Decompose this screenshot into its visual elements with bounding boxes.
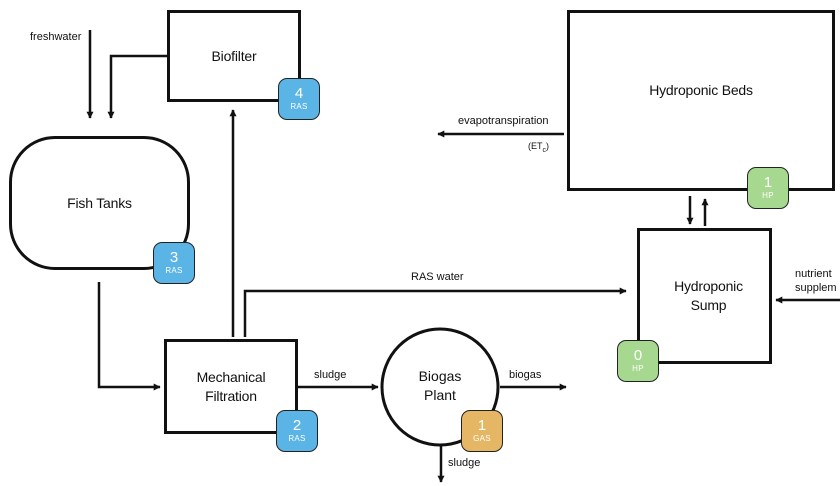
biofilter-badge: 4 RAS	[278, 78, 320, 120]
freshwater-label: freshwater	[30, 31, 82, 43]
et-label-subscript: c	[542, 146, 547, 154]
nutrient-label-line2: supplem	[795, 282, 837, 294]
biogas-plant-badge-number: 1	[477, 417, 487, 434]
mechanical-filtration-unit: Mechanical Filtration	[164, 339, 298, 434]
fish-tanks-badge: 3 RAS	[153, 242, 195, 284]
hydroponic-sump-unit: Hydroponic Sump	[637, 228, 772, 364]
fish-tanks-badge-number: 3	[169, 249, 179, 266]
ras-water-label: RAS water	[411, 271, 464, 283]
ras-water-arrow	[243, 287, 627, 337]
hydroponic-beds-badge-number: 1	[763, 174, 773, 191]
fish-tanks-unit: Fish Tanks	[9, 136, 190, 270]
biofilter-badge-code: RAS	[290, 102, 308, 111]
biogas-plant-badge: 1 GAS	[461, 410, 503, 452]
biofilter-to-fish-tanks-arrow	[107, 54, 167, 119]
fish-tanks-badge-code: RAS	[165, 266, 183, 275]
hydroponic-beds-badge: 1 HP	[747, 167, 789, 209]
hydroponic-beds-unit: Hydroponic Beds	[567, 10, 835, 191]
sludge-out-label: sludge	[448, 457, 481, 469]
hydroponic-sump-badge-number: 0	[633, 347, 643, 364]
evapotranspiration-label: evapotranspiration	[458, 115, 549, 127]
mechanical-filtration-badge: 2 RAS	[276, 410, 318, 452]
sludge-to-biogas-label: sludge	[314, 369, 347, 381]
et-label-text: (ET	[528, 141, 543, 151]
hydroponic-sump-title: Hydroponic Sump	[674, 278, 743, 313]
fish-tanks-to-filtration-arrow	[97, 282, 161, 391]
hydroponic-sump-badge: 0 HP	[617, 340, 659, 382]
et-label-close: )	[546, 141, 549, 151]
hydroponic-sump-badge-code: HP	[632, 364, 644, 373]
nutrient-label-line1: nutrient	[795, 268, 832, 280]
biogas-plant-title: Biogas Plant	[418, 368, 462, 403]
mechanical-filtration-badge-number: 2	[292, 417, 302, 434]
fish-tanks-title: Fish Tanks	[67, 194, 132, 211]
biofilter-badge-number: 4	[294, 85, 304, 102]
mechanical-filtration-badge-code: RAS	[288, 434, 306, 443]
hydroponic-beds-title: Hydroponic Beds	[649, 82, 753, 98]
et-label: (ETc)	[528, 140, 549, 157]
hydroponic-beds-badge-code: HP	[762, 191, 774, 200]
biogas-out-label: biogas	[509, 369, 542, 381]
biogas-plant-title-wrap: Biogas Plant	[390, 367, 490, 405]
biofilter-title: Biofilter	[211, 47, 257, 64]
mechanical-filtration-title: Mechanical Filtration	[196, 368, 266, 404]
biogas-plant-badge-code: GAS	[473, 434, 491, 443]
